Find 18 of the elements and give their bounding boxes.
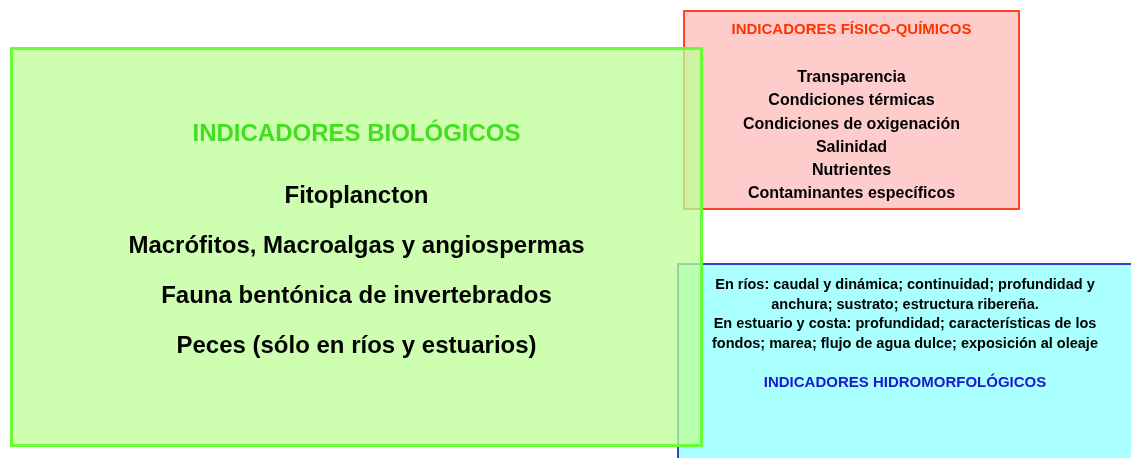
indicator-text: Peces (sólo en ríos y estuarios) bbox=[176, 330, 537, 360]
indicator-text: En estuario y costa: profundidad; características de los fondos; marea; flujo de agua dulce; exposición al oleaje bbox=[711, 314, 1099, 353]
indicator-text: Salinidad bbox=[815, 136, 888, 157]
indicator-text: Fitoplancton bbox=[284, 180, 429, 210]
indicator-text: Condiciones térmicas bbox=[768, 90, 935, 111]
panel-heading: INDICADORES HIDROMORFOLÓGICOS bbox=[763, 372, 1047, 392]
panel-heading: INDICADORES BIOLÓGICOS bbox=[192, 118, 521, 148]
indicator-panel bbox=[677, 263, 1131, 458]
indicator-text: Contaminantes específicos bbox=[747, 183, 956, 204]
indicator-text: Fauna bentónica de invertebrados bbox=[161, 280, 552, 310]
indicator-panel bbox=[683, 10, 1020, 210]
indicator-panel bbox=[10, 47, 703, 447]
indicator-text: Transparencia bbox=[797, 67, 906, 87]
panel-heading: INDICADORES FÍSICO-QUÍMICOS bbox=[731, 19, 972, 39]
indicator-text: Macrófitos, Macroalgas y angiospermas bbox=[128, 230, 585, 260]
indicator-text: Condiciones de oxigenación bbox=[743, 113, 960, 134]
indicator-text: Nutrientes bbox=[811, 160, 892, 181]
indicator-text: En ríos: caudal y dinámica; continuidad; profundidad y anchura; sustrato; estructura ribereña. bbox=[714, 275, 1096, 314]
